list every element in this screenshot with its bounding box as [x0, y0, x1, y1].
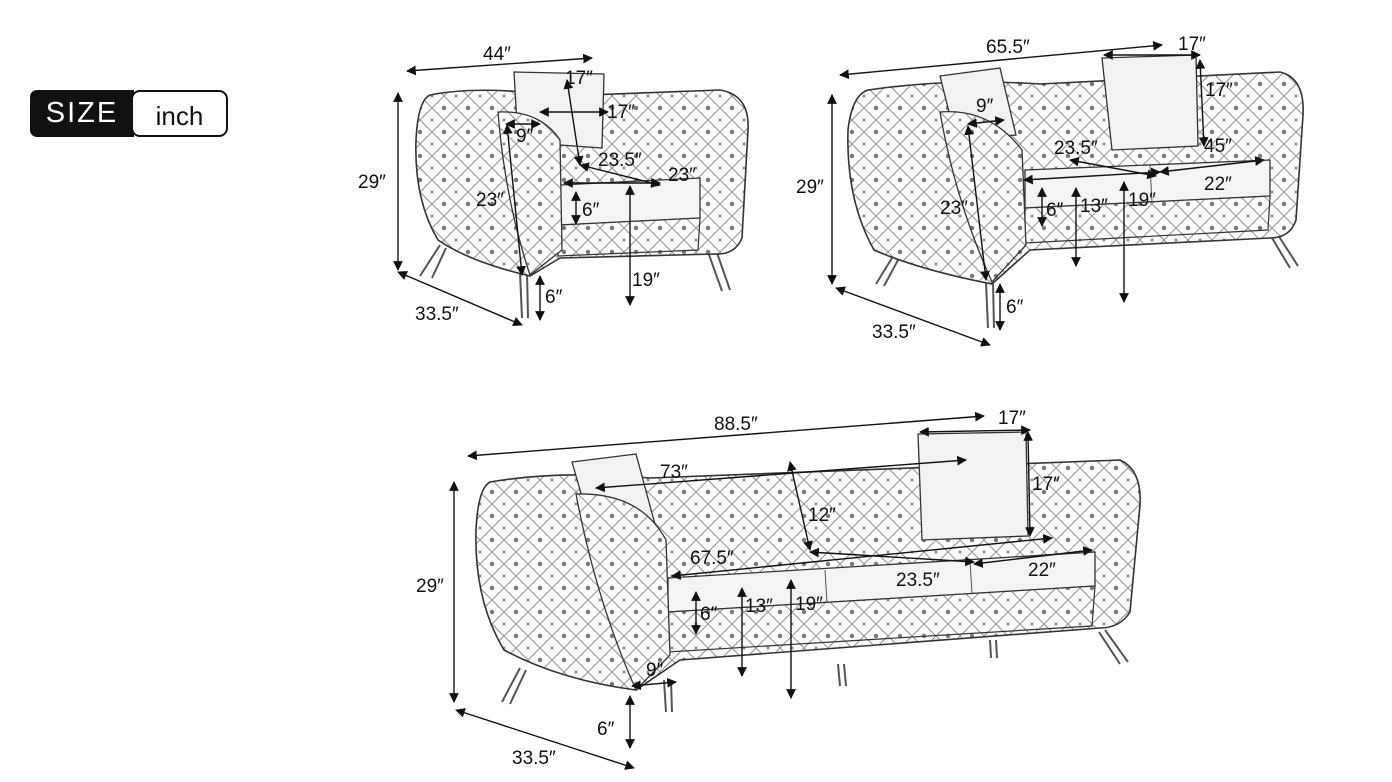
sofa-arm-label: 9″: [646, 660, 664, 681]
sofa-seat-width-label: 67.5″: [690, 548, 734, 569]
armchair-arm-label: 9″: [516, 126, 534, 147]
loveseat-dimensions: [827, 40, 1265, 347]
sofa-back-height-label: 13″: [745, 596, 773, 617]
armchair-side-height-label: 23″: [476, 190, 504, 211]
unit-label: inch: [131, 90, 228, 137]
armchair-seat-depth-label: 23″: [668, 165, 696, 186]
loveseat-cushion-width-label: 22″: [1204, 174, 1232, 195]
loveseat-height-label: 29″: [796, 177, 824, 198]
armchair-leg-label: 6″: [545, 287, 563, 308]
sofa-depth-label: 33.5″: [512, 748, 556, 769]
loveseat-leg-label: 6″: [1006, 297, 1024, 318]
loveseat-seat-width-label: 45″: [1204, 136, 1232, 157]
sofa-pillow-width-label: 17″: [998, 408, 1026, 429]
sofa-inner-width-label: 73″: [660, 462, 688, 483]
loveseat-pillow-height-label: 17″: [1205, 80, 1233, 101]
sofa-dimensions: [449, 411, 1093, 770]
loveseat-inner-depth-label: 23.5″: [1054, 138, 1098, 159]
sofa-cushion-label: 6″: [700, 604, 718, 625]
sofa-leg-label: 6″: [597, 719, 615, 740]
armchair-drawing: [415, 71, 749, 319]
armchair-cushion-label: 6″: [582, 200, 600, 221]
sofa-labels: 88.5″ 17″ 17″ 73″ 12″ 67.5″ 23.5″ 22″ 29…: [416, 408, 1060, 769]
loveseat-cushion-label: 6″: [1046, 200, 1064, 221]
armchair-seat-height-label: 19″: [632, 270, 660, 291]
sofa-pillow-height-label: 17″: [1032, 474, 1060, 495]
armchair-inner-depth-label: 23.5″: [598, 150, 642, 171]
armchair-pillow-height-label: 17″: [565, 68, 593, 89]
loveseat-pillow-width-label: 17″: [1178, 34, 1206, 55]
loveseat-depth-label: 33.5″: [872, 322, 916, 343]
armchair-depth-label: 33.5″: [415, 304, 459, 325]
size-label: SIZE: [30, 90, 134, 137]
loveseat-side-height-label: 23″: [940, 198, 968, 219]
size-badge: SIZE inch: [30, 90, 232, 137]
sofa-inner-depth-label: 23.5″: [896, 570, 940, 591]
armchair-labels: 44″ 29″ 33.5″ 17″ 17″ 9″ 23.5″ 23″ 23″ 6…: [358, 44, 696, 325]
sofa-cushion-width-label: 22″: [1028, 560, 1056, 581]
loveseat-labels: 65.5″ 17″ 17″ 29″ 33.5″ 9″ 23″ 23.5″ 45″…: [796, 34, 1233, 343]
loveseat-arm-label: 9″: [976, 96, 994, 117]
sofa-width-label: 88.5″: [714, 414, 758, 435]
sofa-back-label: 12″: [808, 505, 836, 526]
sofa-height-label: 29″: [416, 576, 444, 597]
loveseat-seat-height-label: 19″: [1128, 190, 1156, 211]
armchair-height-label: 29″: [358, 172, 386, 193]
loveseat-width-label: 65.5″: [986, 37, 1030, 58]
armchair-dimensions: [393, 53, 661, 327]
armchair-pillow-width-label: 17″: [607, 102, 635, 123]
loveseat-back-height-label: 13″: [1080, 196, 1108, 217]
armchair-width-label: 44″: [483, 44, 511, 65]
sofa-seat-height-label: 19″: [795, 594, 823, 615]
